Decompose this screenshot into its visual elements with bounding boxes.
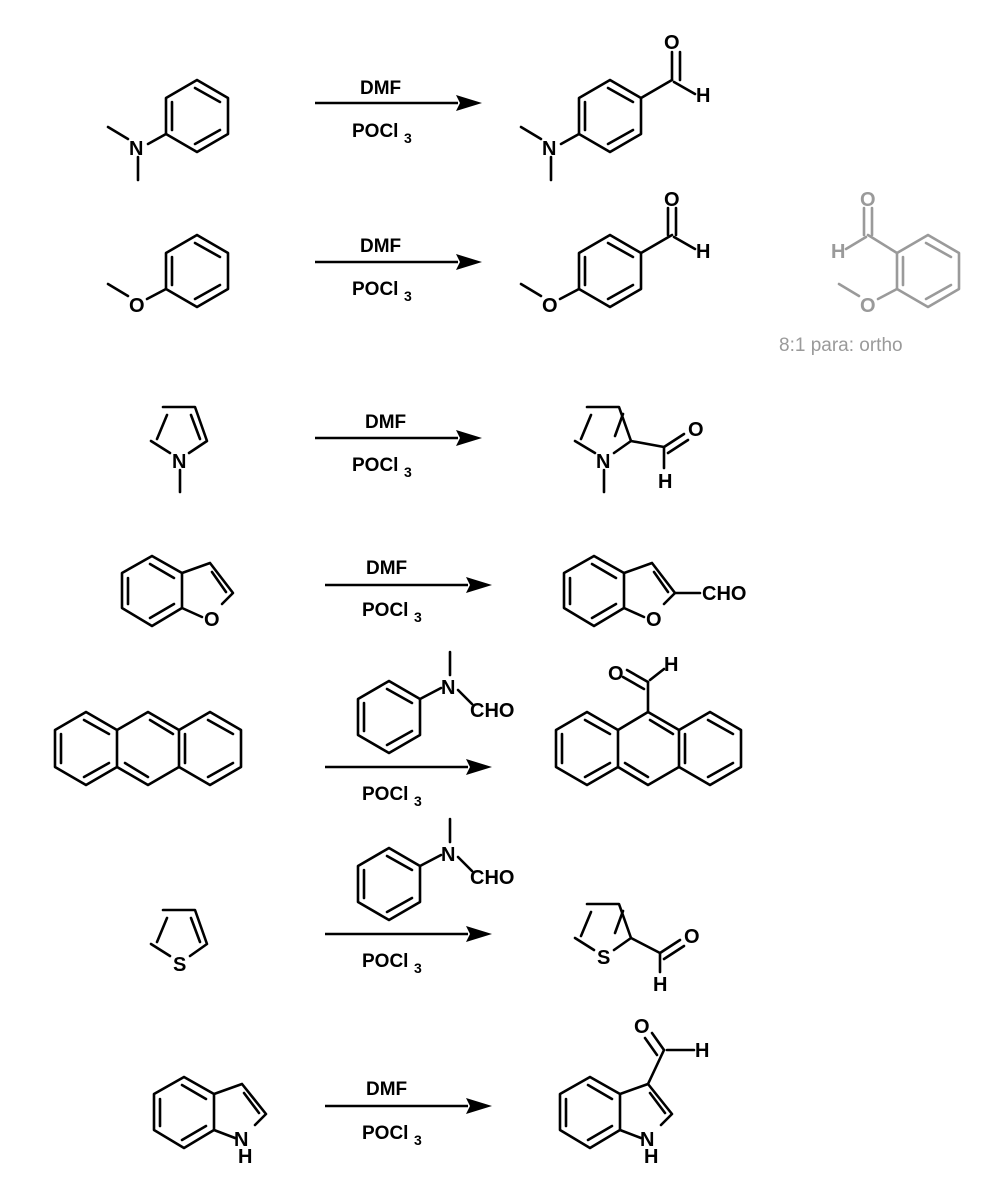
nitrogen-label: N <box>172 451 186 473</box>
nitrogen-label: N <box>640 1129 654 1151</box>
reagent-pocl-subscript: 3 <box>404 130 412 146</box>
oxygen-label: O <box>860 295 876 317</box>
benzofuran-2-carbaldehyde-product: O CHO <box>562 554 746 631</box>
anthracene-9-carbaldehyde-product: O H <box>554 654 743 787</box>
oxygen-label: O <box>646 609 662 631</box>
nitrogen-label: N <box>129 138 143 160</box>
hydrogen-label: H <box>644 1146 658 1168</box>
oxygen-label: O <box>634 1016 650 1038</box>
reaction-arrow-5: N CHO POCl 3 <box>325 650 514 809</box>
oxygen-label: O <box>664 189 680 211</box>
anisole-reactant: O <box>106 233 230 317</box>
hydrogen-label: H <box>664 654 678 676</box>
oxygen-label: O <box>542 295 558 317</box>
formyl-label: CHO <box>470 700 514 722</box>
hydrogen-label: H <box>658 471 672 493</box>
aldehyde-label: CHO <box>702 583 746 605</box>
reaction-arrow-4: DMF POCl 3 <box>325 558 492 625</box>
reaction-arrow-7: DMF POCl 3 <box>325 1079 492 1148</box>
reaction-arrow-6: N CHO POCl 3 <box>325 817 514 976</box>
dimethylaniline-reactant: N <box>106 78 230 182</box>
sulfur-label: S <box>597 947 610 969</box>
hydrogen-label: H <box>653 974 667 996</box>
reagent-pocl: POCl <box>362 600 408 621</box>
nitrogen-label: N <box>441 677 455 699</box>
indole-3-carbaldehyde-product: N H O H <box>558 1016 709 1168</box>
thiophene-reactant: S <box>149 908 209 976</box>
reagent-pocl-subscript: 3 <box>404 288 412 304</box>
sulfur-label: S <box>173 954 186 976</box>
selectivity-note: 8:1 para: ortho <box>779 335 903 356</box>
hydrogen-label: H <box>831 241 845 263</box>
hydrogen-label: H <box>696 85 710 107</box>
formyl-label: CHO <box>470 867 514 889</box>
oxygen-label: O <box>860 189 876 211</box>
hydrogen-label: H <box>238 1146 252 1168</box>
n-methylformanilide-reagent: N CHO <box>356 650 514 755</box>
dimethylaminobenzaldehyde-product: N O H <box>519 32 710 182</box>
oxygen-label: O <box>204 609 220 631</box>
reagent-pocl: POCl <box>362 784 408 805</box>
pyrrole-2-carbaldehyde-product: N O H <box>573 405 704 494</box>
oxygen-label: O <box>688 419 704 441</box>
reagent-dmf: DMF <box>365 412 406 433</box>
reagent-pocl-subscript: 3 <box>414 960 422 976</box>
nitrogen-label: N <box>234 1129 248 1151</box>
hydrogen-label: H <box>695 1040 709 1062</box>
oxygen-label: O <box>608 663 624 685</box>
reagent-pocl: POCl <box>362 951 408 972</box>
reaction-arrow-3: DMF POCl 3 <box>315 412 482 480</box>
reaction-arrow-1: DMF POCl 3 <box>315 78 482 146</box>
anthracene-reactant <box>53 710 243 787</box>
reagent-pocl-subscript: 3 <box>414 793 422 809</box>
anisaldehyde-para-product: O O H <box>519 189 710 317</box>
nitrogen-label: N <box>441 844 455 866</box>
n-methylformanilide-reagent: N CHO <box>356 817 514 922</box>
reagent-dmf: DMF <box>366 1079 407 1100</box>
nitrogen-label: N <box>596 451 610 473</box>
hydrogen-label: H <box>696 241 710 263</box>
reagent-pocl-subscript: 3 <box>414 1132 422 1148</box>
reagent-pocl: POCl <box>352 121 398 142</box>
reaction-arrow-2: DMF POCl 3 <box>315 236 482 304</box>
n-methylpyrrole-reactant: N <box>149 405 209 494</box>
oxygen-label: O <box>664 32 680 54</box>
reagent-dmf: DMF <box>360 236 401 257</box>
reagent-pocl-subscript: 3 <box>404 464 412 480</box>
oxygen-label: O <box>129 295 145 317</box>
reagent-pocl-subscript: 3 <box>414 609 422 625</box>
reagent-pocl: POCl <box>352 455 398 476</box>
benzofuran-reactant: O <box>120 554 235 631</box>
thiophene-2-carbaldehyde-product: S O H <box>573 902 700 996</box>
indole-reactant: N H <box>152 1075 268 1168</box>
anisaldehyde-ortho-product: O O H <box>831 189 961 317</box>
reagent-pocl: POCl <box>352 279 398 300</box>
reagent-dmf: DMF <box>366 558 407 579</box>
oxygen-label: O <box>684 926 700 948</box>
reagent-dmf: DMF <box>360 78 401 99</box>
reagent-pocl: POCl <box>362 1123 408 1144</box>
nitrogen-label: N <box>542 138 556 160</box>
